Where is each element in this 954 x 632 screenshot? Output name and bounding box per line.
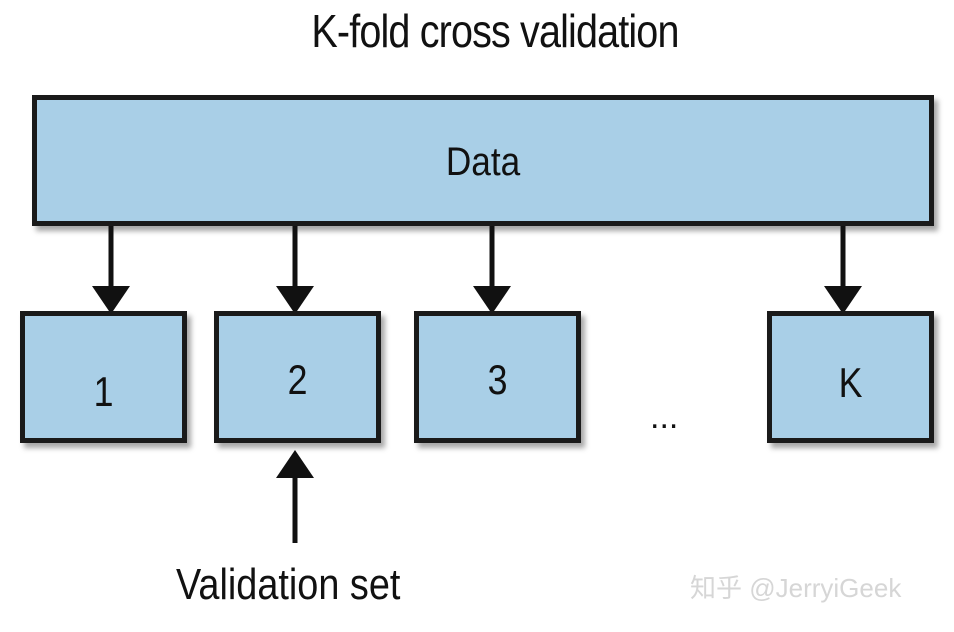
fold-box-1: 1 — [20, 311, 187, 443]
fold-label-1: 1 — [93, 368, 114, 415]
watermark: 知乎 @JerryiGeek — [690, 573, 902, 603]
diagram-title: K-fold cross validation — [311, 5, 679, 57]
fold-box-3: 3 — [414, 311, 581, 443]
data-block-label: Data — [445, 140, 521, 184]
ellipsis: ... — [650, 398, 679, 436]
data-block: Data — [32, 95, 934, 226]
validation-set-label: Validation set — [176, 560, 401, 609]
arrow-data-to-fold-k — [824, 226, 862, 314]
arrow-data-to-fold-2 — [276, 226, 314, 314]
arrow-validation-to-fold-2 — [276, 450, 314, 543]
fold-box-2: 2 — [214, 311, 381, 443]
fold-label-k: K — [838, 359, 863, 406]
fold-label-2: 2 — [287, 356, 308, 403]
arrow-data-to-fold-3 — [473, 226, 511, 314]
fold-box-k: K — [767, 311, 934, 443]
arrow-data-to-fold-1 — [92, 226, 130, 314]
fold-label-3: 3 — [487, 356, 508, 403]
